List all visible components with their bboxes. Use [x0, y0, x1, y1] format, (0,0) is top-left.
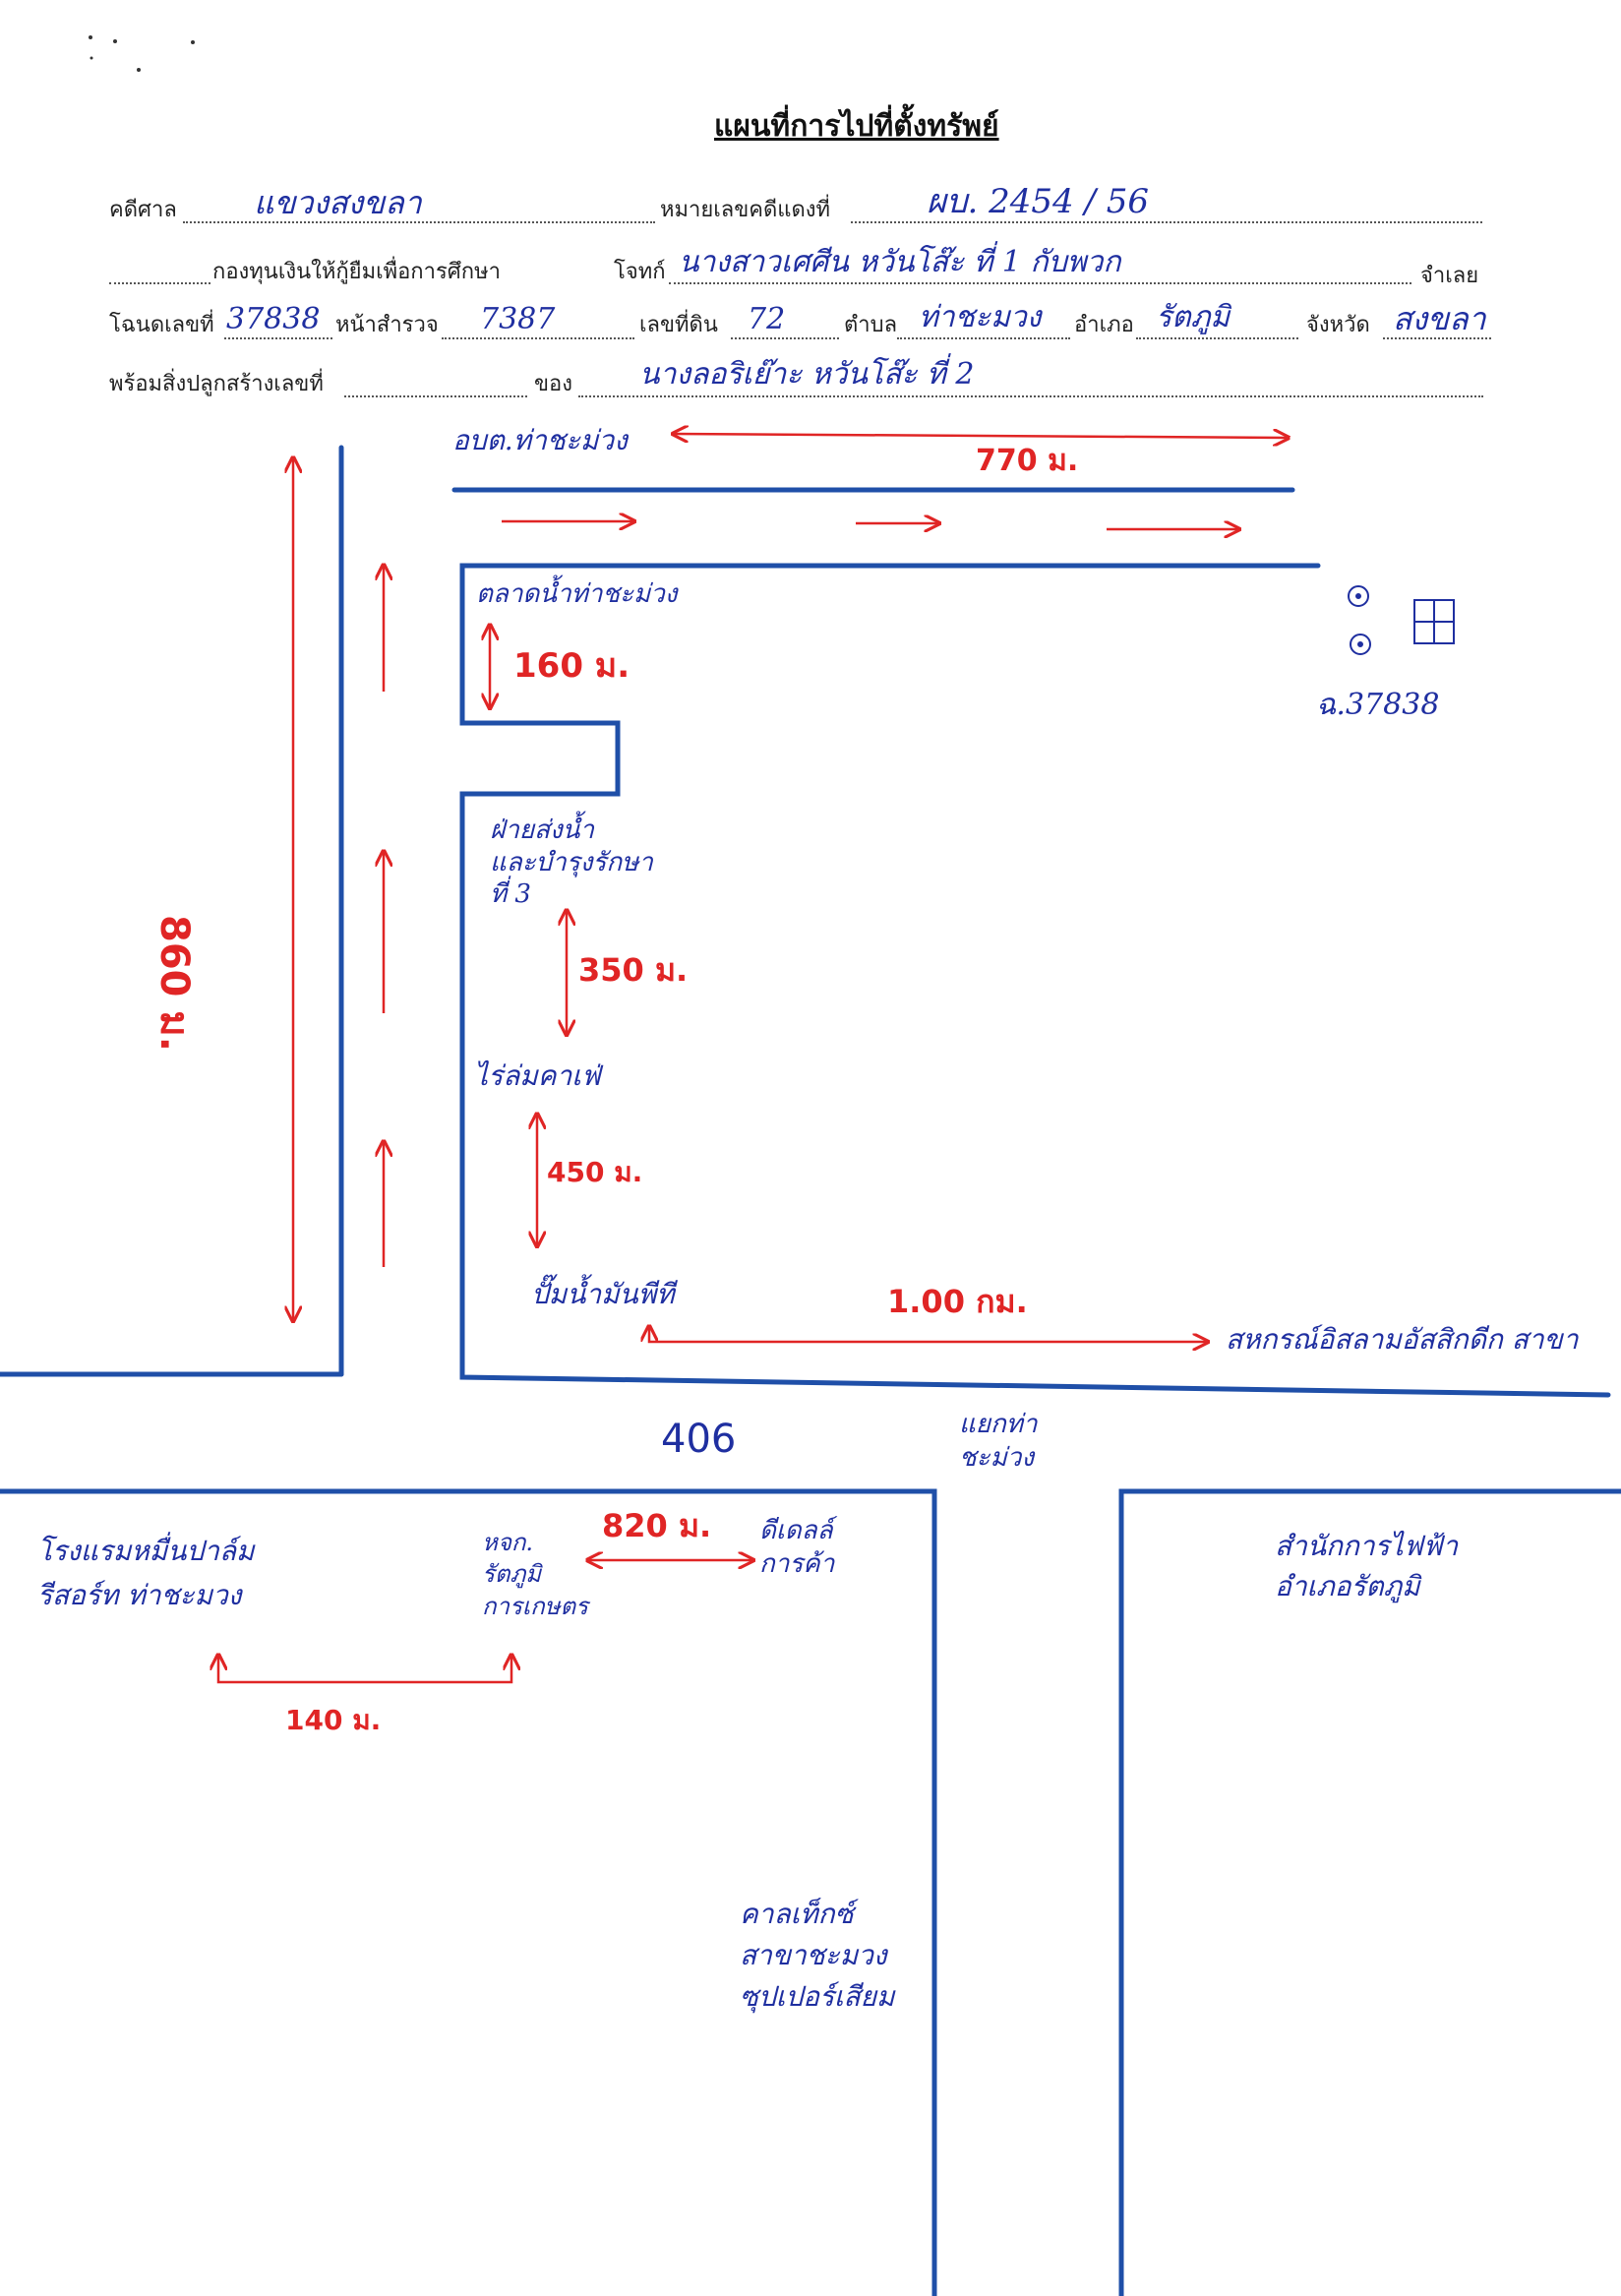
- land-no-label: เลขที่ดิน: [639, 313, 718, 337]
- distance-450: 450 ม.: [547, 1156, 643, 1188]
- deed-value: 37838: [226, 302, 321, 336]
- province-dots: [1383, 337, 1491, 339]
- distance-160: 160 ม.: [513, 646, 630, 686]
- distance-770: 770 ม.: [976, 444, 1079, 478]
- survey-page-label: หน้าสำรวจ: [335, 313, 439, 337]
- distance-820: 820 ม.: [602, 1507, 712, 1544]
- case-no-label: หมายเลขคดีแดงที่: [660, 198, 831, 222]
- survey-page-value: 7387: [480, 302, 556, 336]
- distance-350: 350 ม.: [578, 951, 689, 989]
- label-irrigation: ฝ่ายส่งน้ำ และบำรุงรักษา ที่ 3: [490, 816, 653, 909]
- court-value: แขวงสงขลา: [254, 184, 422, 221]
- case-no-dots: [851, 221, 1482, 223]
- label-market: ตลาดน้ำท่าชะม่วง: [476, 579, 678, 609]
- road-market-block: [459, 563, 1611, 1398]
- label-caltex: คาลเท็กซ์ สาขาชะมวง ซุปเปอร์เสียม: [740, 1898, 895, 2013]
- arrow-140: [218, 1655, 511, 1684]
- subdistrict-value: ท่าชะมวง: [919, 300, 1042, 334]
- label-sao: อบต.ท่าชะม่วง: [452, 424, 628, 456]
- survey-page-dots: [442, 337, 634, 339]
- plaintiff-prefix-dots: [109, 282, 210, 284]
- road-406-south-right: [1118, 1488, 1621, 2296]
- label-junction: แยกท่า ชะม่วง: [959, 1410, 1038, 1473]
- district-dots: [1136, 337, 1298, 339]
- district-value: รัตภูมิ: [1156, 300, 1231, 334]
- owner-label: ของ: [534, 372, 572, 396]
- label-road-406: 406: [661, 1417, 737, 1462]
- province-label: จังหวัด: [1306, 313, 1370, 337]
- defendant-label: จำเลย: [1420, 264, 1479, 288]
- subdistrict-dots: [897, 337, 1070, 339]
- label-coop: สหกรณ์อิสลามอัสสิกดีก สาขา: [1226, 1323, 1579, 1356]
- distance-140: 140 ม.: [285, 1704, 382, 1736]
- court-dots: [183, 221, 655, 223]
- building-dots: [344, 395, 527, 397]
- label-agri-shop: หจก. รัตภูมิ การเกษตร: [482, 1529, 588, 1620]
- distance-100km: 1.00 กม.: [887, 1283, 1028, 1320]
- defendant-value: นางสาวเศศีน หวันโส๊ะ ที่ 1 กับพวก: [679, 245, 1121, 279]
- land-no-dots: [731, 337, 839, 339]
- arrow-100km: [649, 1326, 1208, 1342]
- deed-marker-icon: [1348, 585, 1455, 655]
- arrow-770: [673, 434, 1289, 438]
- land-no-value: 72: [748, 302, 786, 336]
- deed-dots: [224, 337, 332, 339]
- road-406-south-left: [0, 1488, 937, 2296]
- court-label: คดีศาล: [109, 198, 177, 222]
- district-label: อำเภอ: [1074, 313, 1134, 337]
- defendant-dots: [669, 282, 1411, 284]
- label-chicken-farm: ไร่ล่มคาเฟ่: [474, 1059, 601, 1092]
- building-label: พร้อมสิ่งปลูกสร้างเลขที่: [109, 372, 324, 396]
- distance-860: 860 ม.: [151, 915, 197, 1052]
- scan-specks: [89, 35, 195, 72]
- plaintiff-label: โจทก์: [614, 260, 666, 284]
- page-title: แผนที่การไปที่ตั้งทรัพย์: [714, 109, 999, 144]
- plaintiff-name: กองทุนเงินให้กู้ยืมเพื่อการศึกษา: [212, 260, 501, 284]
- owner-dots: [578, 395, 1483, 397]
- province-value: สงขลา: [1393, 300, 1486, 337]
- label-trade-shop: ดีเดลล์ การค้า: [759, 1516, 835, 1579]
- label-hotel: โรงแรมหมื่นปาล์ม รีสอร์ท ท่าชะมวง: [37, 1535, 255, 1611]
- case-no-value: ผบ. 2454 / 56: [927, 182, 1149, 221]
- owner-value: นางลอริเย๊าะ หวันโส๊ะ ที่ 2: [639, 357, 975, 392]
- deed-label: โฉนดเลขที่: [109, 313, 214, 337]
- label-gas-station: ปั๊มน้ำมันพีที: [531, 1278, 675, 1310]
- label-electric-office: สำนักการไฟฟ้า อำเภอรัตภูมิ: [1275, 1530, 1459, 1602]
- subdistrict-label: ตำบล: [844, 313, 898, 337]
- label-deed-marker: ฉ.37838: [1316, 688, 1440, 722]
